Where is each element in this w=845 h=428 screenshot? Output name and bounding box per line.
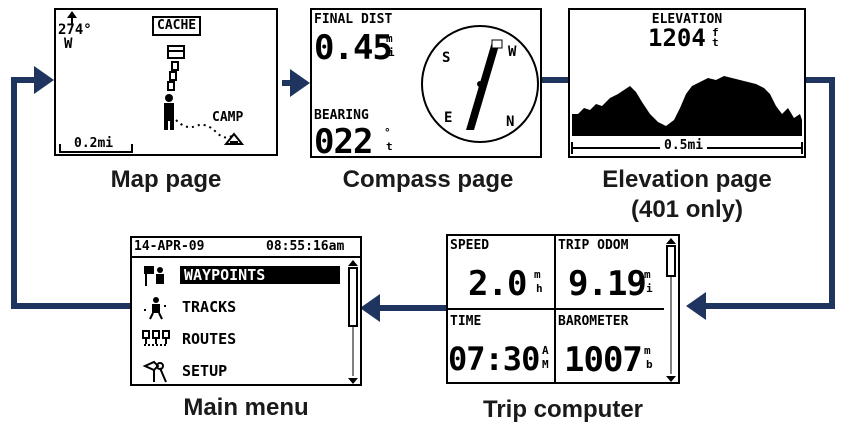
speed-value: 2.0 xyxy=(468,264,527,304)
final-dist-unit-bottom: i xyxy=(388,46,395,59)
map-scale-bar xyxy=(59,144,133,153)
speed-unit-top: m xyxy=(534,268,541,281)
speed-unit-bottom: h xyxy=(536,282,543,295)
elevation-profile-area xyxy=(572,76,802,136)
trip-odom-unit-top: m xyxy=(644,268,651,281)
elevation-value: 1204 xyxy=(648,24,706,52)
map-page-caption: Map page xyxy=(110,166,222,193)
elevation-unit-bottom: t xyxy=(712,36,719,49)
dial-label-e: E xyxy=(444,110,453,126)
main-menu-caption: Main menu xyxy=(183,394,309,421)
trip-odom-unit-bottom: i xyxy=(646,282,653,295)
map-scale-label: 0.2mi xyxy=(74,136,114,151)
trip-scroll-thumb xyxy=(666,245,676,277)
time-unit-top: A xyxy=(542,344,549,357)
trip-odom-value: 9.19 xyxy=(568,264,647,304)
north-arrow-icon xyxy=(67,11,77,24)
menu-date: 14-APR-09 xyxy=(134,239,205,254)
scroll-up-icon xyxy=(348,260,358,266)
scroll-thumb xyxy=(348,267,358,327)
bearing-unit-bottom: t xyxy=(386,140,393,153)
speed-label: SPEED xyxy=(450,238,490,253)
elevation-label: ELEVATION xyxy=(651,12,723,27)
time-label: TIME xyxy=(450,314,482,329)
routes-icon xyxy=(142,330,170,346)
camp-label: CAMP xyxy=(212,110,244,125)
trip-odom-label: TRIP ODOM xyxy=(558,238,629,253)
compass-page-screen: FINAL DIST 0.45 m i BEARING 022 ° t S W … xyxy=(310,8,542,158)
trip-scrollbar-track xyxy=(666,238,676,382)
elevation-unit-top: f xyxy=(712,26,719,39)
dial-label-s: S xyxy=(442,50,451,66)
elevation-page-caption-note: (401 only) xyxy=(630,196,744,223)
final-dist-value: 0.45 xyxy=(314,28,393,68)
menu-item-tracks[interactable]: TRACKS xyxy=(136,294,348,322)
compass-page-caption: Compass page xyxy=(342,166,514,193)
trip-scroll-up-icon xyxy=(666,238,676,244)
trip-divider-horizontal xyxy=(448,308,664,310)
scroll-down-icon xyxy=(348,378,358,384)
bearing-unit-top: ° xyxy=(384,126,391,139)
bearing-label: BEARING xyxy=(314,108,369,123)
trip-computer-caption: Trip computer xyxy=(482,396,644,423)
elevation-page-screen: ELEVATION 1204 f t 0.5mi xyxy=(568,8,806,158)
menu-time: 08:55:16am xyxy=(266,239,345,254)
cache-icon xyxy=(167,45,185,59)
map-heading-value: 274° xyxy=(58,22,92,38)
cache-label: CACHE xyxy=(152,16,202,36)
waypoints-icon xyxy=(144,266,164,286)
trip-computer-screen: SPEED 2.0 m h TRIP ODOM 9.19 m i TIME 07… xyxy=(446,234,680,384)
time-value: 07:30 xyxy=(448,340,540,378)
menu-item-routes-label: ROUTES xyxy=(182,330,237,348)
bearing-value: 022 xyxy=(314,122,373,158)
elevation-profile xyxy=(571,76,803,154)
final-dist-unit-top: m xyxy=(386,32,393,45)
arrow-menu-to-map xyxy=(11,77,130,309)
final-dist-label: FINAL DIST xyxy=(314,12,393,27)
setup-icon xyxy=(142,360,167,383)
menu-scrollbar[interactable] xyxy=(348,260,358,384)
map-heading-direction: W xyxy=(64,36,73,52)
dial-label-n: N xyxy=(506,114,515,130)
map-drawing xyxy=(59,11,245,153)
tracks-icon xyxy=(144,297,168,320)
compass-needle-icon xyxy=(466,39,503,130)
barometer-unit-top: m xyxy=(644,344,651,357)
elevation-page-caption: Elevation page xyxy=(602,166,772,193)
map-page-screen: 274° W CACHE CAMP 0.2mi xyxy=(54,8,278,156)
track-trail xyxy=(175,119,235,139)
menu-status-bar xyxy=(132,238,360,258)
menu-item-routes[interactable]: ROUTES xyxy=(136,326,348,354)
menu-item-waypoints-label: WAYPOINTS xyxy=(180,266,340,284)
time-unit-bottom: M xyxy=(542,358,549,371)
menu-item-waypoints[interactable]: WAYPOINTS xyxy=(136,262,348,290)
menu-scrollbar-track xyxy=(348,260,358,384)
menu-item-tracks-label: TRACKS xyxy=(182,298,237,316)
barometer-value: 1007 xyxy=(564,340,643,380)
dial-label-w: W xyxy=(508,44,517,60)
compass-dial xyxy=(421,25,539,143)
menu-item-setup[interactable]: SETUP xyxy=(136,358,348,384)
camp-icon xyxy=(223,132,245,145)
cache-path-icon xyxy=(167,61,179,91)
menu-item-setup-label: SETUP xyxy=(182,362,228,380)
main-menu-screen: 14-APR-09 08:55:16am WAYPOINTS TRACKS xyxy=(130,236,362,386)
trip-scrollbar[interactable] xyxy=(666,238,676,382)
barometer-unit-bottom: b xyxy=(646,358,653,371)
barometer-label: BAROMETER xyxy=(558,314,629,329)
trip-scroll-down-icon xyxy=(666,376,676,382)
hiker-icon xyxy=(164,94,174,130)
arrow-elevation-to-trip xyxy=(700,77,835,309)
elevation-scale-label: 0.5mi xyxy=(660,138,708,153)
